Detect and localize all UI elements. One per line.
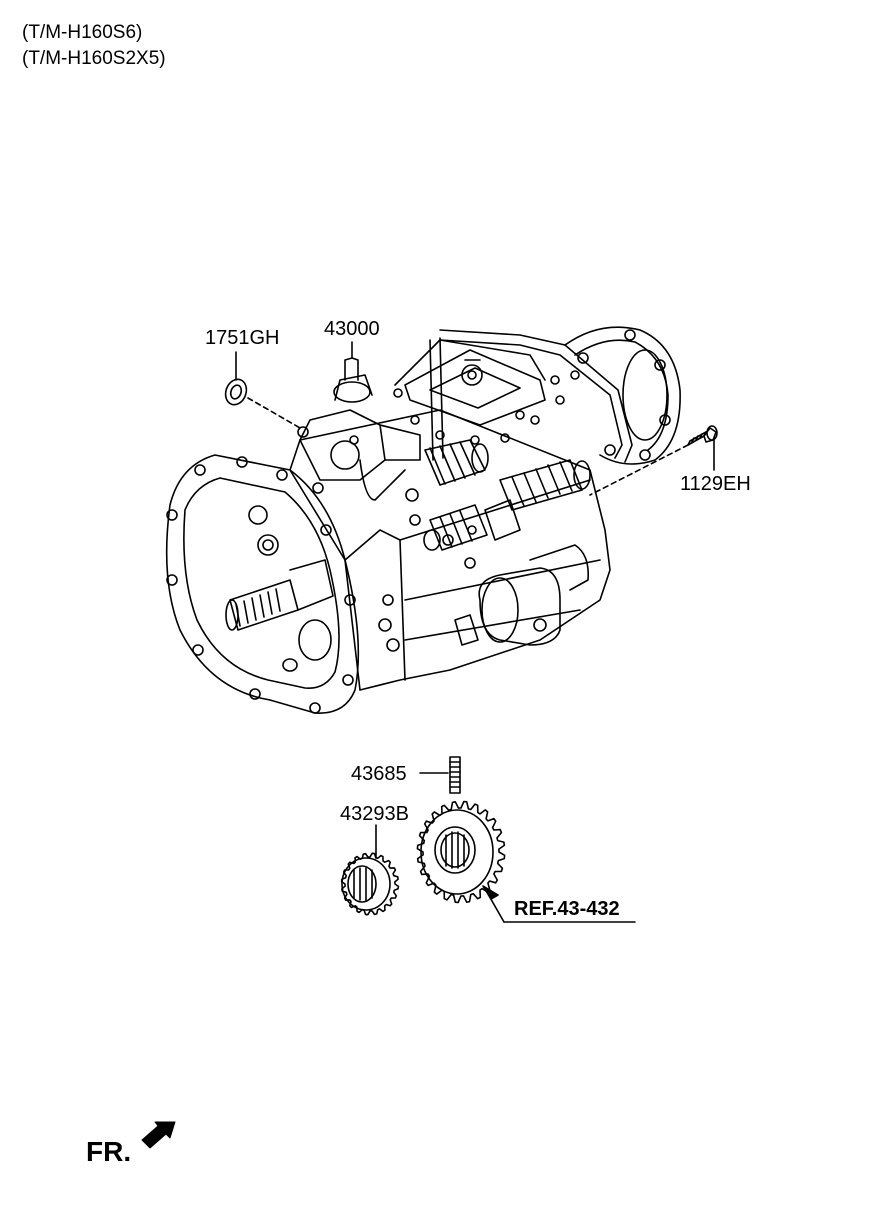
gear-teeth — [416, 800, 506, 904]
leader-gasket-dashed — [247, 397, 301, 429]
leader-bolt-dashed — [589, 444, 689, 496]
gear-teeth — [340, 852, 400, 916]
front-direction-label: FR. — [86, 1136, 132, 1167]
reference-arrowhead-icon — [482, 885, 499, 900]
model-code-line-2: (T/M-H160S2X5) — [22, 48, 166, 69]
gasket-ring-part[interactable] — [222, 376, 250, 407]
reverse-idler-gear[interactable] — [416, 800, 506, 904]
model-code-line-1: (T/M-H160S6) — [22, 22, 143, 43]
callout-small-gear[interactable]: 43293B — [340, 803, 409, 825]
bolt-part[interactable] — [687, 425, 718, 446]
front-direction-arrow-icon — [141, 1121, 176, 1149]
callout-reference[interactable]: REF.43-432 — [514, 898, 620, 920]
pin-part[interactable] — [449, 756, 461, 794]
callout-transmission[interactable]: 43000 — [324, 318, 380, 340]
callout-pin[interactable]: 43685 — [351, 763, 407, 785]
callout-bolt[interactable]: 1129EH — [680, 473, 751, 495]
callout-gasket[interactable]: 1751GH — [205, 327, 280, 349]
transmission-assembly[interactable] — [165, 326, 681, 714]
needle-bearing-gear[interactable] — [340, 852, 400, 916]
